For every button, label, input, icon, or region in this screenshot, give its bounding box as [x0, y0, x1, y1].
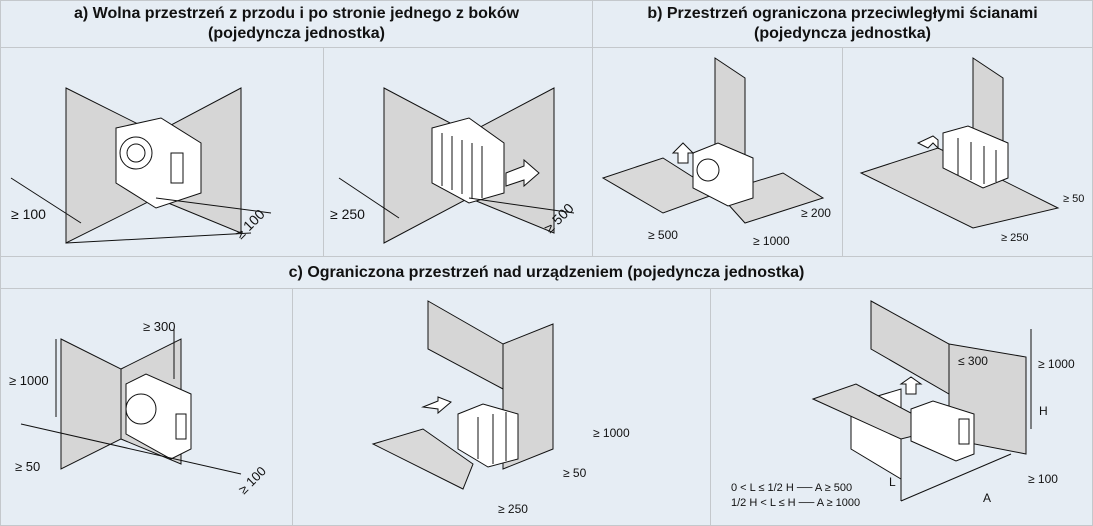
clearance-label: ≥ 500 — [648, 228, 678, 242]
clearance-label: ≥ 250 — [498, 502, 528, 516]
diagram-c-limited-above: ≥ 300 ≥ 1000 ≥ 50 ≥ 100 — [0, 288, 293, 526]
clearance-label: ≥ 50 — [1063, 193, 1085, 205]
clearance-label: H — [1039, 404, 1048, 418]
clearance-label: ≥ 250 — [1001, 232, 1029, 244]
clearance-label: ≥ 100 — [1028, 472, 1058, 486]
condition-rule: 1/2 H < L ≤ H ── A ≥ 1000 — [731, 497, 861, 509]
section-a-header: a) Wolna przestrzeń z przodu i po stroni… — [0, 0, 593, 48]
clearance-label: ≥ 300 — [143, 319, 176, 334]
clearance-label: ≥ 1000 — [9, 373, 49, 388]
diagram-c-limited-above-walls: ≥ 1000 ≥ 50 ≥ 250 — [292, 288, 711, 526]
diagram-b-opposite-walls-side: ≥ 50 ≥ 250 — [842, 47, 1093, 257]
diagram-a-side: ≥ 250 ≥ 500 — [323, 47, 593, 257]
clearance-label: L — [889, 475, 896, 489]
section-b-title: b) Przestrzeń ograniczona przeciwległymi… — [647, 5, 1038, 22]
clearance-label: ≥ 50 — [15, 459, 41, 474]
diagram-c-overhang: ≤ 300 ≥ 1000 H ≥ 100 L A 0 < L ≤ 1/2 H ─… — [710, 288, 1093, 526]
diagram-a-front-side: ≥ 100 ≥ 100 — [0, 47, 324, 257]
diagram-b-opposite-walls: ≥ 500 ≥ 1000 ≥ 200 — [592, 47, 843, 257]
unit-side-drawing — [338, 87, 575, 244]
condition-rule: 0 < L ≤ 1/2 H ── A ≥ 500 — [731, 482, 853, 494]
unit-limited-above-walls-drawing — [371, 300, 554, 490]
section-c-header: c) Ograniczona przestrzeń nad urządzenie… — [0, 256, 1093, 289]
section-b-subtitle: (pojedyncza jednostka) — [754, 25, 931, 42]
unit-limited-above-drawing — [20, 329, 242, 475]
clearance-label: ≥ 200 — [801, 206, 831, 220]
section-c-title: c) Ograniczona przestrzeń nad urządzenie… — [288, 263, 805, 281]
unit-overhang-drawing — [811, 300, 1032, 502]
clearance-label: ≥ 250 — [330, 206, 365, 222]
unit-opposite-walls-drawing — [601, 57, 825, 224]
unit-corner-drawing — [10, 87, 272, 244]
clearance-label: ≥ 100 — [11, 206, 46, 222]
clearance-label: A — [983, 491, 992, 505]
section-b-header: b) Przestrzeń ograniczona przeciwległymi… — [592, 0, 1093, 48]
clearance-label: ≥ 1000 — [753, 234, 790, 248]
clearance-label: ≤ 300 — [958, 354, 988, 368]
clearance-label: ≥ 1000 — [593, 426, 630, 440]
clearance-label: ≥ 50 — [563, 466, 587, 480]
section-a-title: a) Wolna przestrzeń z przodu i po stroni… — [73, 5, 520, 22]
unit-opposite-walls-side-drawing — [859, 57, 1060, 229]
section-a-subtitle: (pojedyncza jednostka) — [208, 25, 385, 42]
clearance-label: ≥ 1000 — [1038, 357, 1075, 371]
